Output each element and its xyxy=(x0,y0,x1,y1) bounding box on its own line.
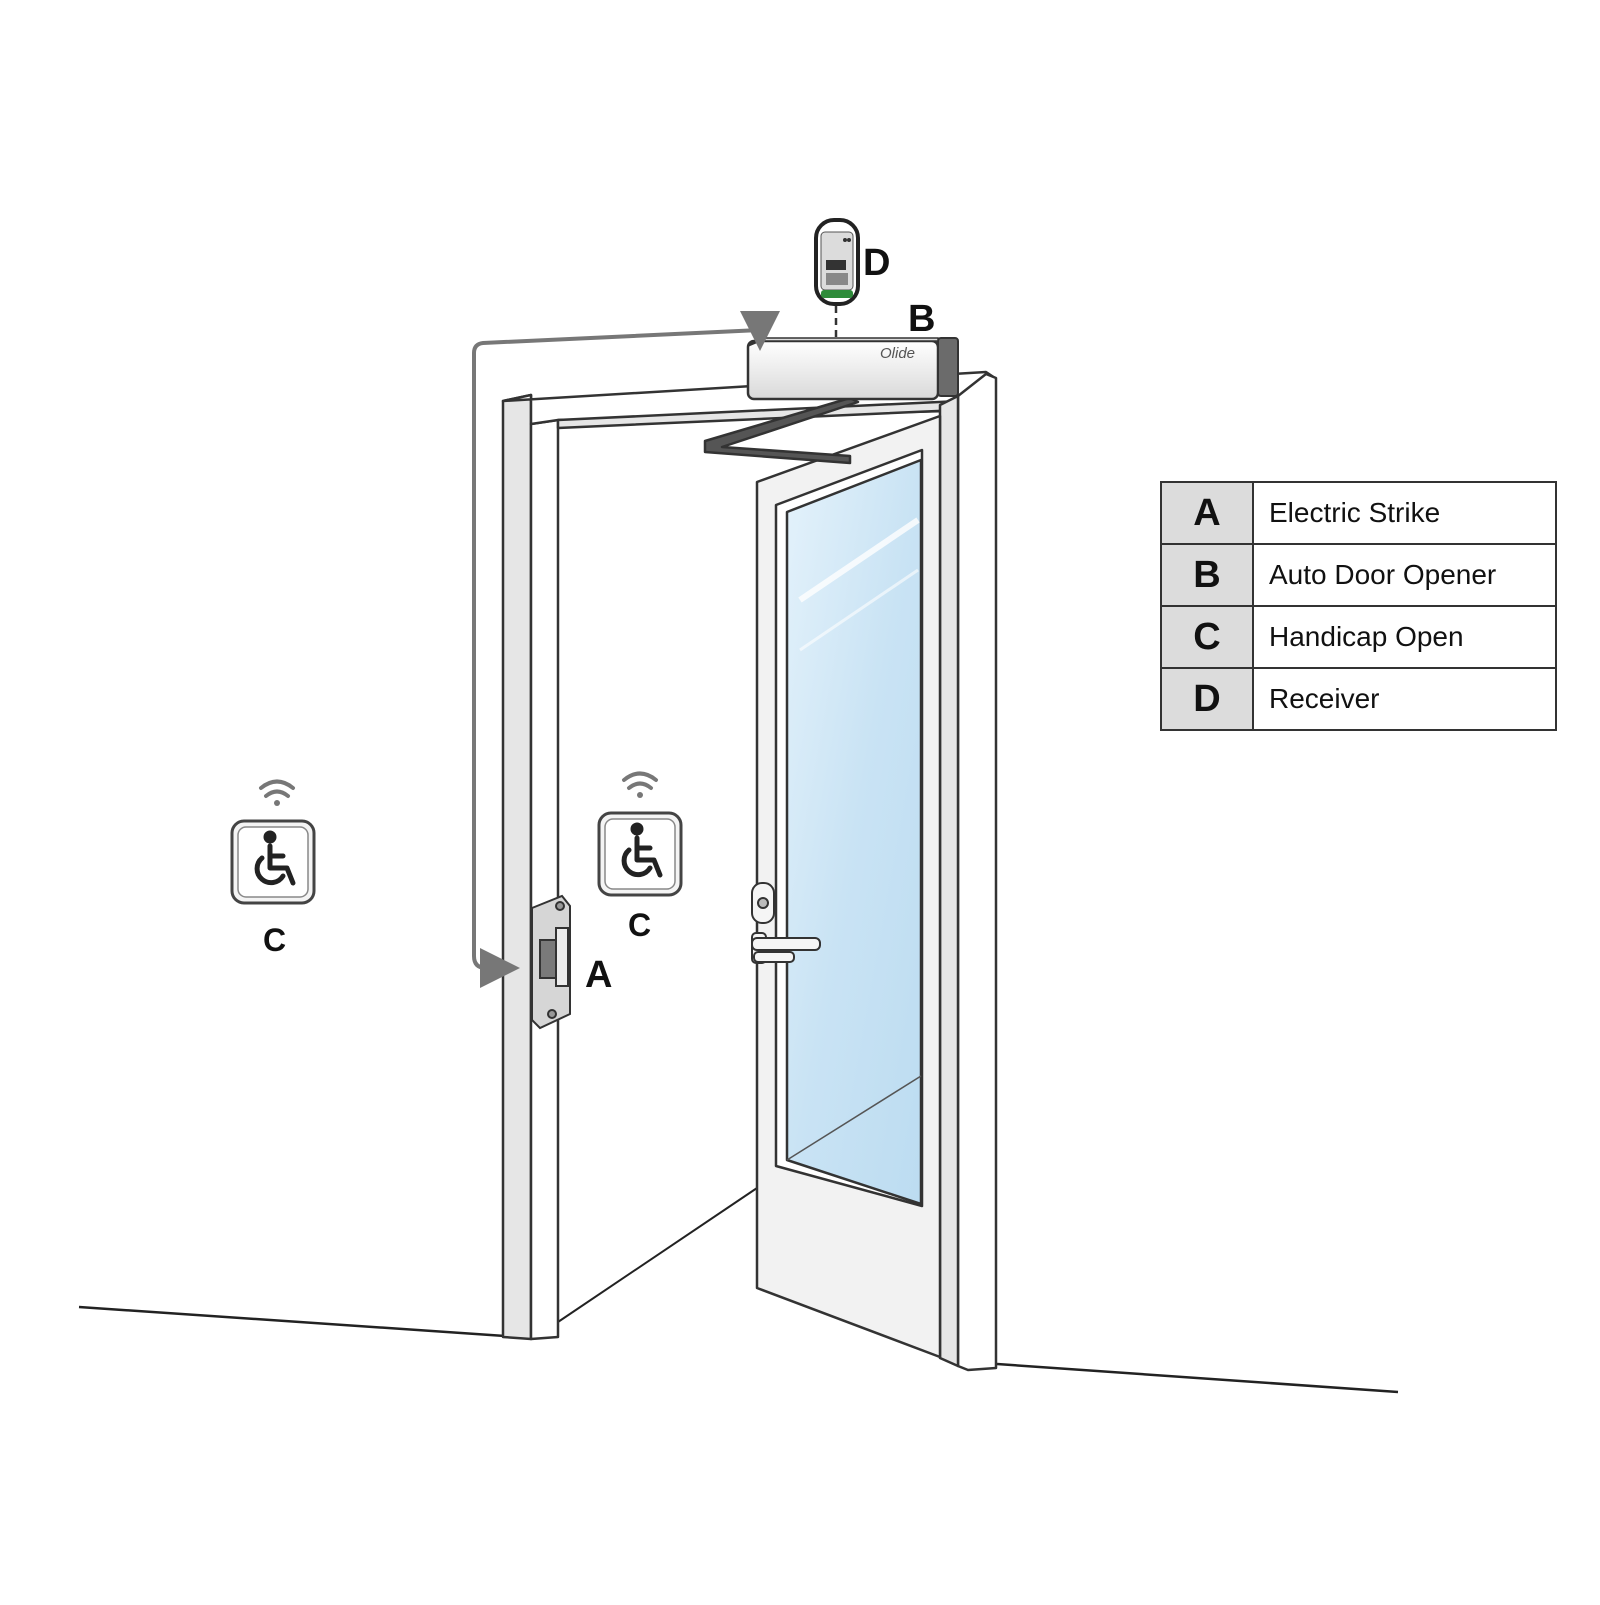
wire-connection xyxy=(472,328,762,988)
floor-line-inner xyxy=(557,1187,758,1323)
legend-row: D Receiver xyxy=(1160,667,1557,731)
electric-strike xyxy=(531,894,571,1030)
wifi-icon xyxy=(259,779,295,806)
legend-table: A Electric Strike B Auto Door Opener C H… xyxy=(1160,481,1557,731)
opener-brand: Olide xyxy=(880,345,915,362)
door-handle xyxy=(751,882,821,964)
wifi-icon xyxy=(622,771,658,798)
label-strike: A xyxy=(585,954,612,996)
label-receiver: D xyxy=(863,242,890,284)
receiver xyxy=(814,218,860,338)
legend-label: Electric Strike xyxy=(1252,481,1557,545)
door-glass xyxy=(785,458,923,1206)
door-panel xyxy=(755,414,942,1359)
legend-row: B Auto Door Opener xyxy=(1160,543,1557,607)
auto-door-opener: Olide xyxy=(746,337,959,401)
label-button-left: C xyxy=(263,922,286,958)
handicap-button-right xyxy=(597,771,683,897)
legend-label: Auto Door Opener xyxy=(1252,543,1557,607)
floor-line-left xyxy=(78,1305,506,1338)
label-button-right: C xyxy=(628,907,651,943)
legend-label: Handicap Open xyxy=(1252,605,1557,669)
label-opener: B xyxy=(908,298,935,340)
legend-label: Receiver xyxy=(1252,667,1557,731)
legend-row: C Handicap Open xyxy=(1160,605,1557,669)
legend-key: D xyxy=(1160,667,1254,731)
wheelchair-icon xyxy=(254,830,296,886)
legend-key: C xyxy=(1160,605,1254,669)
handicap-button-left xyxy=(230,779,316,905)
legend-row: A Electric Strike xyxy=(1160,481,1557,545)
floor-line-right xyxy=(996,1362,1399,1394)
legend-key: B xyxy=(1160,543,1254,607)
wheelchair-icon xyxy=(621,822,663,878)
legend-key: A xyxy=(1160,481,1254,545)
